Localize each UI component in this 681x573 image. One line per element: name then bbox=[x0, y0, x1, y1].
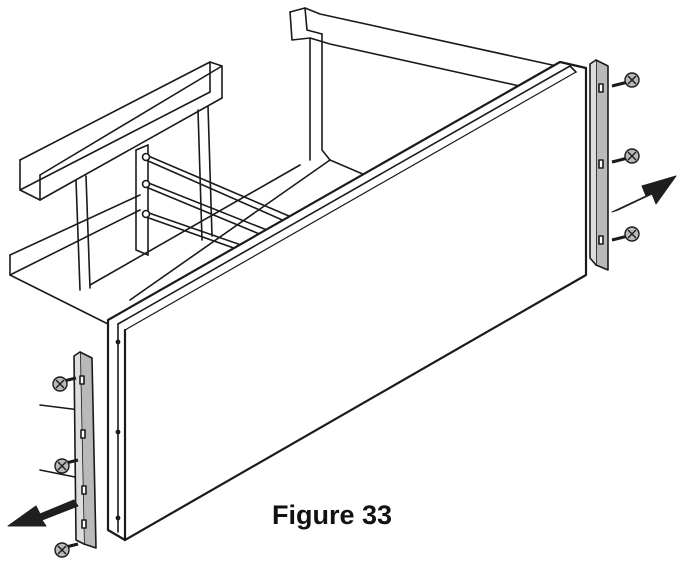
right-mounting-bracket bbox=[589, 59, 609, 271]
screw-icon bbox=[611, 226, 640, 242]
screw-icon bbox=[611, 148, 640, 164]
screw-icon bbox=[54, 458, 79, 474]
remove-direction-arrow-left-icon bbox=[7, 499, 79, 527]
drawer-front-panel bbox=[106, 60, 588, 542]
screw-icon bbox=[611, 72, 640, 88]
figure-caption: Figure 33 bbox=[272, 500, 393, 530]
remove-direction-arrow-right-icon bbox=[611, 175, 677, 213]
left-mounting-bracket bbox=[73, 351, 97, 549]
screw-icon bbox=[52, 376, 77, 392]
screw-icon bbox=[54, 542, 79, 558]
